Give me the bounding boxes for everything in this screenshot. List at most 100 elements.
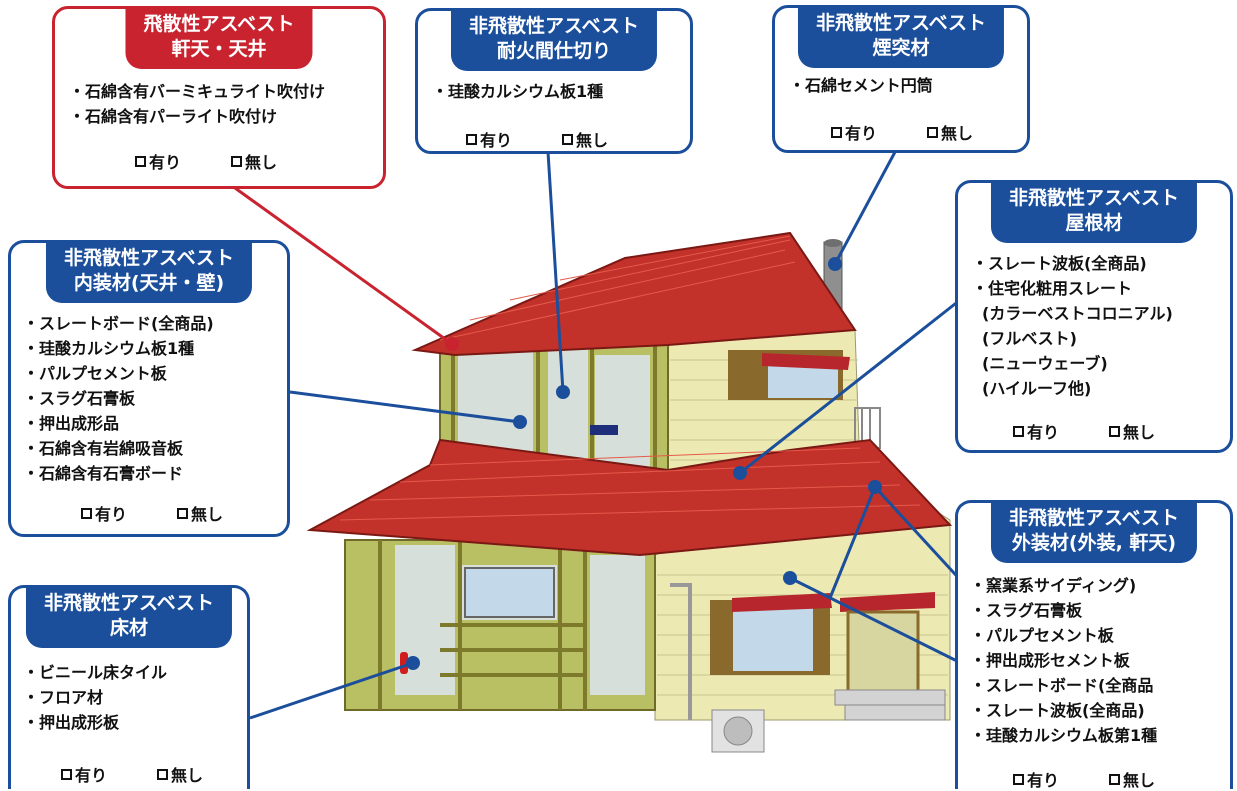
check-yes[interactable]: 有り [1013, 419, 1059, 443]
presence-checks: 有り 無し [81, 501, 223, 525]
check-yes[interactable]: 有り [81, 501, 127, 525]
material-item: 押出成形板 [23, 710, 167, 735]
check-no-label: 無し [1123, 423, 1156, 442]
material-item: (ハイルーフ他) [982, 379, 1092, 398]
checkbox-icon[interactable] [177, 507, 189, 519]
check-yes-label: 有り [1027, 423, 1060, 442]
material-item: スラグ石膏板 [23, 386, 214, 411]
presence-checks: 有り 無し [1013, 767, 1155, 791]
check-yes[interactable]: 有り [831, 120, 877, 144]
dot-ceiling-spray [445, 337, 459, 351]
check-no[interactable]: 無し [231, 149, 277, 173]
check-no[interactable]: 無し [927, 120, 973, 144]
checkbox-icon[interactable] [1013, 425, 1024, 437]
check-no[interactable]: 無し [157, 762, 203, 786]
material-item: 石綿含有バーミキュライト吹付け [69, 79, 325, 104]
material-item: (フルベスト) [982, 329, 1077, 348]
material-item: スラグ石膏板 [970, 598, 1157, 623]
checkbox-icon[interactable] [81, 507, 92, 519]
lower-awning [732, 593, 832, 612]
material-item: 住宅化粧用スレート [972, 276, 1173, 301]
checkbox-icon[interactable] [231, 155, 243, 167]
check-yes[interactable]: 有り [466, 127, 512, 151]
check-no-label: 無し [191, 505, 224, 524]
callout-title-line2: 床材 [109, 617, 148, 639]
callout-header: 飛散性アスベスト 軒天・天井 [125, 6, 313, 69]
checkbox-icon[interactable] [1109, 773, 1121, 785]
material-item: 石綿含有岩綿吸音板 [23, 436, 214, 461]
interior-fixture [590, 425, 618, 435]
connector-roof [739, 298, 961, 475]
drain-pipe [670, 583, 692, 720]
callout-header: 非飛散性アスベスト 内装材(天井・壁) [45, 240, 253, 303]
callout-exterior: 非飛散性アスベスト 外装材(外装, 軒天) 窯業系サイディング) スラグ石膏板 … [955, 500, 1233, 791]
connector-dots [406, 257, 882, 670]
check-no[interactable]: 無し [562, 127, 608, 151]
check-no[interactable]: 無し [1109, 419, 1155, 443]
material-item: (カラーベストコロニアル) [982, 304, 1173, 323]
material-item: ビニール床タイル [23, 660, 167, 685]
entrance-canopy [840, 592, 935, 612]
checkbox-icon[interactable] [927, 126, 939, 138]
callout-chimney: 非飛散性アスベスト 煙突材 石綿セメント円筒 有り 無し [772, 5, 1030, 153]
material-item: 珪酸カルシウム板1種 [432, 79, 603, 104]
material-item: 珪酸カルシウム板第1種 [970, 723, 1157, 748]
material-list: 石綿含有バーミキュライト吹付け 石綿含有パーライト吹付け [69, 79, 325, 129]
check-yes-label: 有り [95, 505, 128, 524]
material-item: パルプセメント板 [970, 623, 1157, 648]
check-yes-label: 有り [75, 766, 108, 785]
material-item: 押出成形品 [23, 411, 214, 436]
checkbox-icon[interactable] [61, 768, 72, 780]
check-yes[interactable]: 有り [61, 762, 107, 786]
material-list: 窯業系サイディング) スラグ石膏板 パルプセメント板 押出成形セメント板 スレー… [970, 573, 1157, 748]
checkbox-icon[interactable] [466, 133, 477, 145]
upper-roof [411, 231, 857, 357]
callout-title-line1: 非飛散性アスベスト [1008, 187, 1180, 209]
upper-roof-shingles [439, 235, 796, 341]
callout-fire-partition: 非飛散性アスベスト 耐火間仕切り 珪酸カルシウム板1種 有り 無し [415, 8, 693, 154]
checkbox-icon[interactable] [1013, 773, 1024, 785]
dot-interior [513, 415, 527, 429]
checkbox-icon[interactable] [831, 126, 842, 138]
callout-header: 非飛散性アスベスト 耐火間仕切り [450, 8, 658, 71]
material-item: 珪酸カルシウム板1種 [23, 336, 214, 361]
check-no-label: 無し [245, 153, 278, 172]
callout-floor: 非飛散性アスベスト 床材 ビニール床タイル フロア材 押出成形板 有り 無し [8, 585, 250, 789]
callout-roof: 非飛散性アスベスト 屋根材 スレート波板(全商品) 住宅化粧用スレート (カラー… [955, 180, 1233, 453]
lower-window-glass [733, 605, 813, 671]
connector-floor [249, 661, 414, 720]
connector-fire-partition [546, 151, 565, 393]
material-list: 珪酸カルシウム板1種 [432, 79, 603, 104]
check-no[interactable]: 無し [177, 501, 223, 525]
callout-title-line2: 内装材(天井・壁) [73, 272, 225, 294]
check-no-label: 無し [941, 124, 974, 143]
check-yes[interactable]: 有り [1013, 767, 1059, 791]
checkbox-icon[interactable] [1109, 425, 1121, 437]
callout-ceiling-spray: 飛散性アスベスト 軒天・天井 石綿含有バーミキュライト吹付け 石綿含有パーライト… [52, 6, 386, 189]
check-yes-label: 有り [1027, 771, 1060, 790]
callout-interior: 非飛散性アスベスト 内装材(天井・壁) スレートボード(全商品) 珪酸カルシウム… [8, 240, 290, 537]
lower-interior-panels [395, 545, 645, 695]
callout-header: 非飛散性アスベスト 煙突材 [797, 5, 1005, 68]
check-no[interactable]: 無し [1109, 767, 1155, 791]
callout-title-line1: 非飛散性アスベスト [468, 15, 640, 37]
material-item: 石綿含有パーライト吹付け [69, 104, 325, 129]
callout-header: 非飛散性アスベスト 床材 [25, 585, 233, 648]
checkbox-icon[interactable] [562, 133, 574, 145]
connector-exterior-wall [789, 576, 966, 667]
check-no-label: 無し [171, 766, 204, 785]
material-item: スレートボード(全商品 [970, 673, 1157, 698]
checkbox-icon[interactable] [157, 768, 169, 780]
material-item: スレート波板(全商品) [970, 698, 1157, 723]
material-item: スレートボード(全商品) [23, 311, 214, 336]
material-item: 石綿セメント円筒 [789, 73, 933, 98]
checkbox-icon[interactable] [135, 155, 146, 167]
connector-chimney [833, 151, 897, 265]
check-yes-label: 有り [480, 131, 513, 150]
connector-exterior-soffit-2 [828, 486, 877, 599]
callout-header: 非飛散性アスベスト 屋根材 [990, 180, 1198, 243]
connector-interior [289, 390, 521, 424]
check-yes[interactable]: 有り [135, 149, 181, 173]
material-item: 窯業系サイディング) [970, 573, 1157, 598]
material-item: フロア材 [23, 685, 167, 710]
